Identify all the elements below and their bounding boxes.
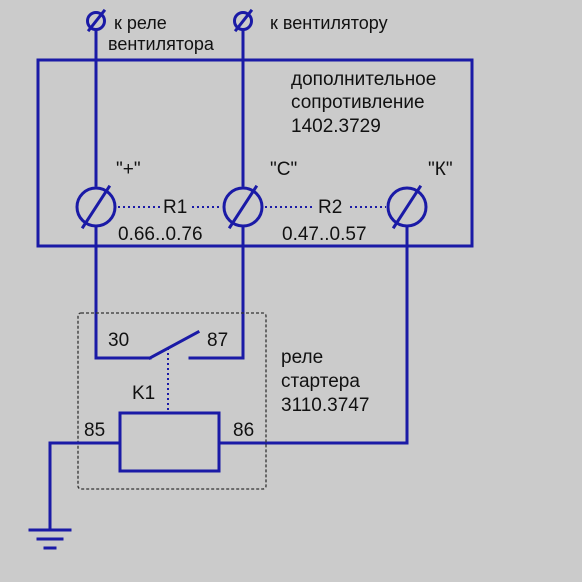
label-starter-relay-2: стартера — [281, 371, 360, 392]
wire-c-to-87 — [188, 226, 245, 360]
top-terminal-fan-icon — [233, 8, 254, 33]
label-pin-87: 87 — [207, 330, 228, 351]
terminal-plus-icon — [75, 184, 117, 230]
relay-coil — [118, 411, 221, 473]
label-resistor-block-model: 1402.3729 — [291, 116, 381, 137]
wire-85-to-ground — [48, 441, 122, 530]
label-starter-relay-1: реле — [281, 347, 323, 368]
label-resistor-block-2: сопротивление — [291, 92, 425, 113]
wire-k-to-86 — [217, 226, 409, 445]
label-r2-value: 0.47..0.57 — [282, 224, 367, 245]
label-relay-k1: K1 — [132, 383, 155, 404]
label-terminal-c: "С" — [270, 159, 297, 180]
label-to-fan-relay-2: вентилятора — [108, 34, 215, 54]
label-to-fan-relay-1: к реле — [114, 13, 167, 33]
starter-relay-box — [77, 312, 267, 490]
label-r2-name: R2 — [318, 197, 342, 218]
terminal-k-icon — [386, 184, 428, 230]
resistor-block-frame — [36, 58, 474, 248]
label-r1-value: 0.66..0.76 — [118, 224, 203, 245]
ground-icon — [28, 528, 72, 550]
top-terminal-fan-relay-icon — [86, 8, 107, 33]
label-resistor-block-1: дополнительное — [291, 69, 436, 90]
terminal-c-icon — [222, 184, 264, 230]
label-to-fan: к вентилятору — [270, 13, 388, 33]
wire-plus-to-30 — [94, 226, 152, 360]
label-r1-name: R1 — [163, 197, 187, 218]
label-pin-30: 30 — [108, 330, 129, 351]
label-starter-relay-model: 3110.3747 — [281, 395, 369, 416]
label-pin-86: 86 — [233, 420, 254, 441]
label-terminal-k: "К" — [428, 159, 453, 180]
relay-switch-contact — [147, 329, 201, 361]
label-pin-85: 85 — [84, 420, 105, 441]
label-terminal-plus: "+" — [116, 159, 141, 180]
